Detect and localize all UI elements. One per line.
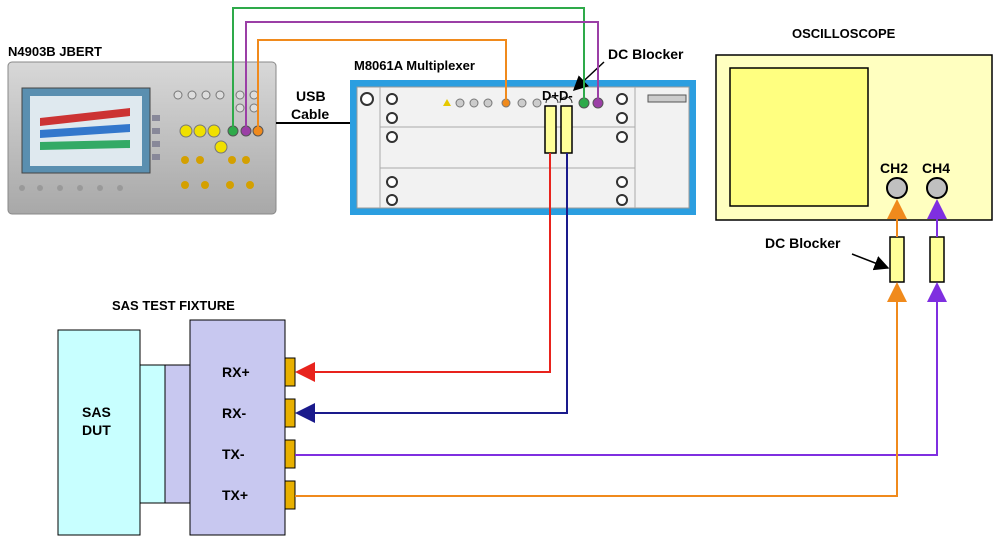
cable-red-rxplus bbox=[295, 153, 551, 382]
dut-label-line1: SAS bbox=[82, 404, 111, 420]
cable-purple bbox=[245, 21, 599, 131]
oscilloscope-label: OSCILLOSCOPE bbox=[792, 26, 896, 41]
rx-plus-label: RX+ bbox=[222, 364, 250, 380]
usb-label-line1: USB bbox=[296, 88, 326, 104]
cable-orange bbox=[257, 39, 507, 131]
ch2-connector bbox=[886, 177, 908, 199]
ch4-label: CH4 bbox=[922, 160, 951, 176]
multiplexer-label: M8061A Multiplexer bbox=[354, 58, 475, 73]
cable-orange-txplus bbox=[295, 282, 907, 497]
multiplexer-instrument bbox=[350, 80, 696, 215]
jbert-instrument bbox=[7, 61, 277, 215]
scope-dc-blocker-pointer bbox=[851, 253, 890, 271]
mux-dc-blocker-dplus bbox=[544, 105, 557, 154]
fixture-connector-block bbox=[164, 364, 191, 504]
tx-plus-port bbox=[284, 480, 296, 510]
tx-minus-label: TX- bbox=[222, 446, 245, 462]
scope-dc-blocker-ch2 bbox=[889, 236, 905, 283]
d-plus-minus-label: D+D- bbox=[542, 88, 573, 103]
dc-blocker-right-label: DC Blocker bbox=[765, 235, 841, 251]
cable-navy-rxminus bbox=[295, 153, 568, 423]
scope-dc-blocker-ch4 bbox=[929, 236, 945, 283]
dut-box bbox=[57, 329, 141, 536]
tx-minus-port bbox=[284, 439, 296, 469]
mux-dc-blocker-dminus bbox=[560, 105, 573, 154]
rx-plus-port bbox=[284, 357, 296, 387]
tx-plus-label: TX+ bbox=[222, 487, 249, 503]
cable-violet-txminus bbox=[295, 282, 947, 456]
rx-minus-label: RX- bbox=[222, 405, 247, 421]
fixture-box bbox=[189, 319, 286, 536]
fixture-label: SAS TEST FIXTURE bbox=[112, 298, 235, 313]
rx-minus-port bbox=[284, 398, 296, 428]
ch2-label: CH2 bbox=[880, 160, 909, 176]
dut-connector-block bbox=[139, 364, 166, 504]
usb-label-line2: Cable bbox=[291, 106, 330, 122]
ch4-connector bbox=[926, 177, 948, 199]
jbert-label: N4903B JBERT bbox=[8, 44, 102, 59]
dut-label-line2: DUT bbox=[82, 422, 111, 438]
cable-green bbox=[232, 7, 585, 131]
oscilloscope-instrument bbox=[715, 54, 993, 221]
dc-blocker-top-label: DC Blocker bbox=[608, 46, 684, 62]
